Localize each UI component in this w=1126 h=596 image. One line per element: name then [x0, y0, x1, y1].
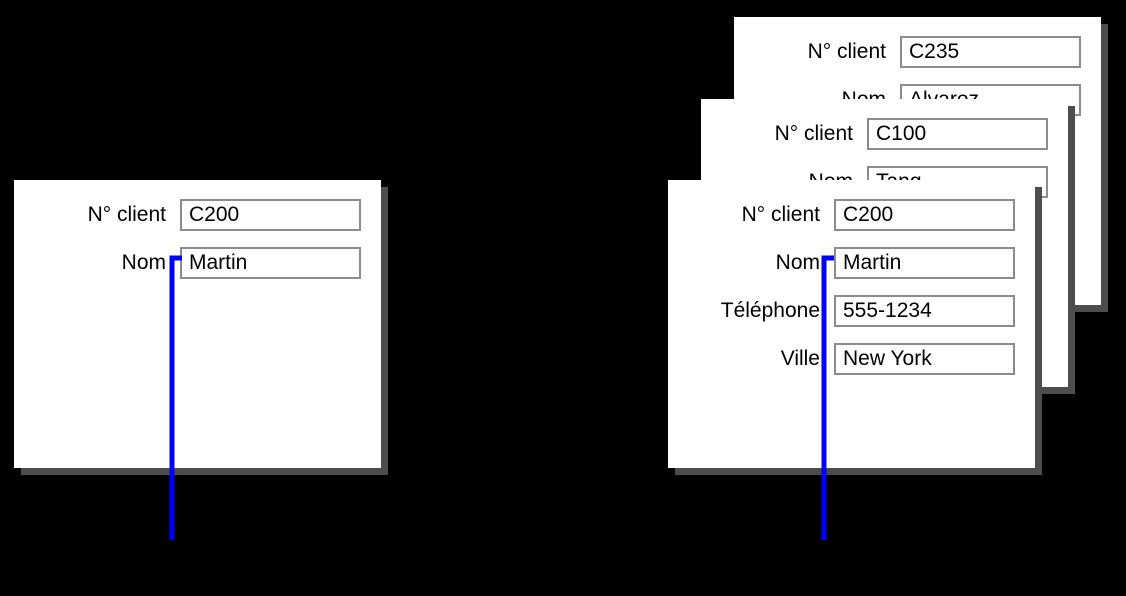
field-value-nom[interactable]: Martin	[834, 247, 1015, 279]
field-label-numero-client: N° client	[774, 122, 853, 145]
field-row: Ville New York	[668, 343, 1035, 375]
field-value-numero-client[interactable]: C100	[867, 118, 1048, 150]
field-value-nom[interactable]: Martin	[180, 247, 361, 279]
field-label-numero-client: N° client	[807, 40, 886, 63]
field-label-nom: Nom	[121, 251, 166, 274]
field-value-numero-client[interactable]: C235	[900, 36, 1081, 68]
partial-record-card-c200[interactable]: N° client C200 Nom Martin	[14, 180, 381, 468]
field-value-telephone[interactable]: 555-1234	[834, 295, 1015, 327]
field-value-numero-client[interactable]: C200	[180, 199, 361, 231]
field-row: N° client C100	[701, 118, 1068, 150]
field-list: N° client C200 Nom Martin	[14, 199, 381, 295]
field-label-numero-client: N° client	[741, 203, 820, 226]
field-value-numero-client[interactable]: C200	[834, 199, 1015, 231]
field-row: Téléphone 555-1234	[668, 295, 1035, 327]
field-list: N° client C200 Nom Martin Téléphone 555-…	[668, 199, 1035, 391]
record-card-c200-full[interactable]: N° client C200 Nom Martin Téléphone 555-…	[668, 180, 1035, 468]
field-row: N° client C200	[14, 199, 381, 231]
field-label-telephone: Téléphone	[720, 299, 820, 322]
field-label-nom: Nom	[775, 251, 820, 274]
field-row: Nom Martin	[14, 247, 381, 279]
field-row: N° client C235	[734, 36, 1101, 68]
field-value-ville[interactable]: New York	[834, 343, 1015, 375]
field-row: N° client C200	[668, 199, 1035, 231]
field-row: Nom Martin	[668, 247, 1035, 279]
field-label-numero-client: N° client	[87, 203, 166, 226]
field-label-ville: Ville	[780, 347, 820, 370]
